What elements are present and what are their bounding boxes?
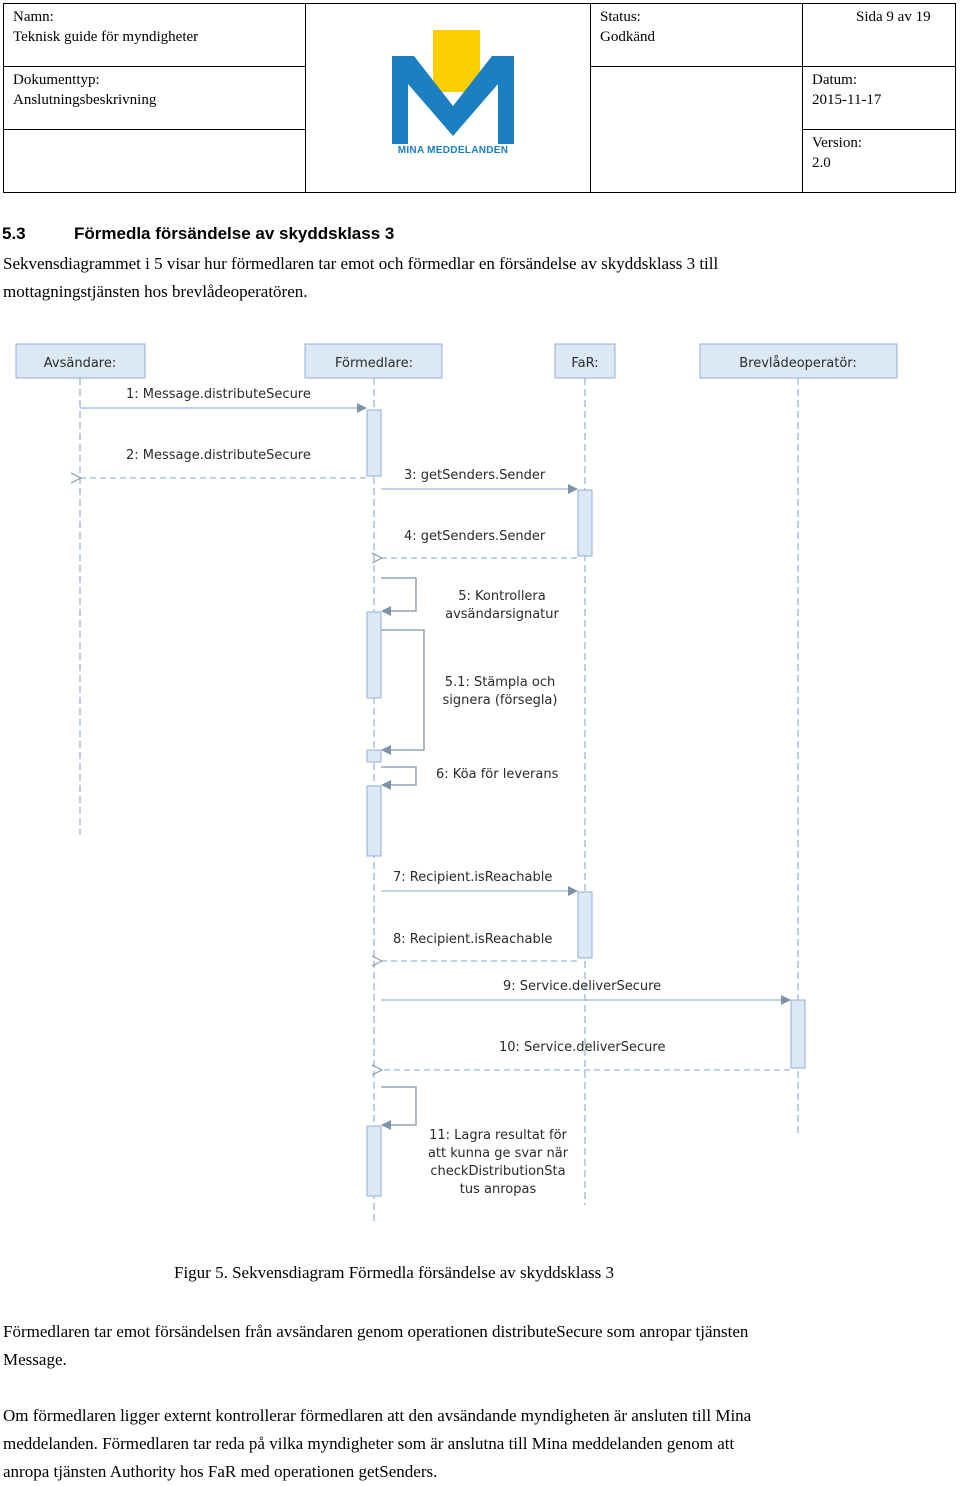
header-version-cell: Version: 2.0 (802, 129, 956, 173)
lifeline-box-avsandare (15, 343, 146, 379)
activation-formedlare-1 (366, 409, 382, 477)
header-date-cell: Datum: 2015-11-17 (802, 66, 956, 110)
lifeline-box-far (554, 343, 616, 379)
message-11-arrow (381, 1086, 417, 1130)
section-title: Förmedla försändelse av skyddsklass 3 (74, 224, 395, 243)
header-doctype-cell: Dokumenttyp: Anslutningsbeskrivning (3, 66, 305, 110)
header-row-line-1a (3, 66, 305, 67)
message-10-label: 10: Service.deliverSecure (499, 1040, 665, 1055)
mina-meddelanden-logo (392, 30, 514, 144)
intro-line-1: Sekvensdiagrammet i 5 visar hur förmedla… (3, 254, 719, 273)
figure-caption: Figur 5. Sekvensdiagram Förmedla försänd… (174, 1263, 615, 1282)
lifeline-headers: Avsändare: Förmedlare: FaR: Brevlådeoper… (15, 343, 898, 379)
name-label: Namn: (13, 9, 54, 25)
activation-formedlare-2 (366, 611, 382, 699)
header-border-bottom (3, 192, 956, 193)
document-header: Namn: Teknisk guide för myndigheter Stat… (3, 3, 956, 193)
header-row-line-1b (590, 66, 956, 67)
activation-formedlare-4 (366, 785, 382, 857)
lifeline-box-brevladeoperator (699, 343, 898, 379)
message-6-arrow (381, 766, 417, 790)
page-number: Sida 9 av 19 (856, 9, 931, 25)
header-name-cell: Namn: Teknisk guide för myndigheter (3, 3, 305, 47)
intro-line-2: mottagningstjänsten hos brevlådeoperatör… (3, 282, 308, 301)
header-border-top (3, 3, 956, 4)
message-9-label: 9: Service.deliverSecure (503, 979, 661, 994)
activation-formedlare-3 (366, 749, 382, 763)
logo-m-shape (392, 56, 514, 144)
body-p2-line-1: Om förmedlaren ligger externt kontroller… (3, 1406, 752, 1425)
section-number: 5.3 (2, 224, 26, 243)
name-value: Teknisk guide för myndigheter (13, 29, 199, 45)
message-11-label-line-3: checkDistributionSta (430, 1164, 565, 1179)
message-5-1-arrow (381, 629, 425, 755)
activation-far-2 (577, 891, 593, 959)
message-8-label: 8: Recipient.isReachable (393, 932, 552, 947)
message-4-label: 4: getSenders.Sender (404, 529, 546, 544)
lifeline-label-brevladeoperator: Brevlådeoperatör: (739, 356, 857, 371)
message-5-label-line-1: 5: Kontrollera (458, 589, 546, 604)
logo-text: MINA MEDDELANDEN (397, 145, 509, 156)
body-p2-line-3: anropa tjänsten Authority hos FaR med op… (3, 1462, 438, 1481)
message-5-arrow (381, 577, 417, 616)
doctype-label: Dokumenttyp: (13, 72, 100, 88)
body-p2-line-2: meddelanden. Förmedlaren tar reda på vil… (3, 1434, 735, 1453)
message-5-label-line-2: avsändarsignatur (445, 607, 559, 622)
message-1-label: 1: Message.distributeSecure (126, 387, 311, 402)
header-status-cell: Status: Godkänd (590, 3, 802, 47)
date-value: 2015-11-17 (812, 92, 882, 108)
lifeline-label-far: FaR: (571, 356, 598, 371)
doctype-value: Anslutningsbeskrivning (13, 92, 157, 108)
lifeline-box-formedlare (304, 343, 443, 379)
message-3-label: 3: getSenders.Sender (404, 468, 546, 483)
body-p1-line-2: Message. (3, 1350, 67, 1369)
section-heading: 5.3 Förmedla försändelse av skyddsklass 3 (2, 224, 394, 244)
header-border-left (3, 3, 4, 193)
status-value: Godkänd (600, 29, 655, 45)
header-divider-1 (305, 3, 306, 193)
message-11-label-line-4: tus anropas (460, 1182, 537, 1197)
activation-far-1 (577, 489, 593, 557)
version-value: 2.0 (812, 155, 831, 171)
sequence-diagram: Avsändare: Förmedlare: FaR: Brevlådeoper… (15, 343, 898, 1225)
header-row-line-2b (802, 129, 956, 130)
header-page-cell: Sida 9 av 19 (802, 3, 956, 27)
activation-brevladeoperator-1 (790, 999, 806, 1069)
message-11-label-line-2: att kunna ge svar när (428, 1146, 569, 1161)
header-row-line-2a (3, 129, 305, 130)
message-7-label: 7: Recipient.isReachable (393, 870, 552, 885)
message-5-1-label-line-1: 5.1: Stämpla och (445, 675, 555, 690)
message-2-label: 2: Message.distributeSecure (126, 448, 311, 463)
header-divider-2 (590, 3, 591, 193)
message-6-label: 6: Köa för leverans (436, 767, 559, 782)
status-label: Status: (600, 9, 641, 25)
date-label: Datum: (812, 72, 857, 88)
lifeline-label-formedlare: Förmedlare: (335, 356, 413, 371)
header-border-right (955, 3, 956, 193)
message-5-1-label-line-2: signera (försegla) (443, 693, 558, 708)
message-11-label-line-1: 11: Lagra resultat för (429, 1128, 567, 1143)
version-label: Version: (812, 135, 862, 151)
activation-formedlare-5 (366, 1125, 382, 1197)
lifeline-label-avsandare: Avsändare: (44, 356, 116, 371)
header-divider-3 (802, 3, 803, 193)
body-p1-line-1: Förmedlaren tar emot försändelsen från a… (3, 1322, 749, 1341)
